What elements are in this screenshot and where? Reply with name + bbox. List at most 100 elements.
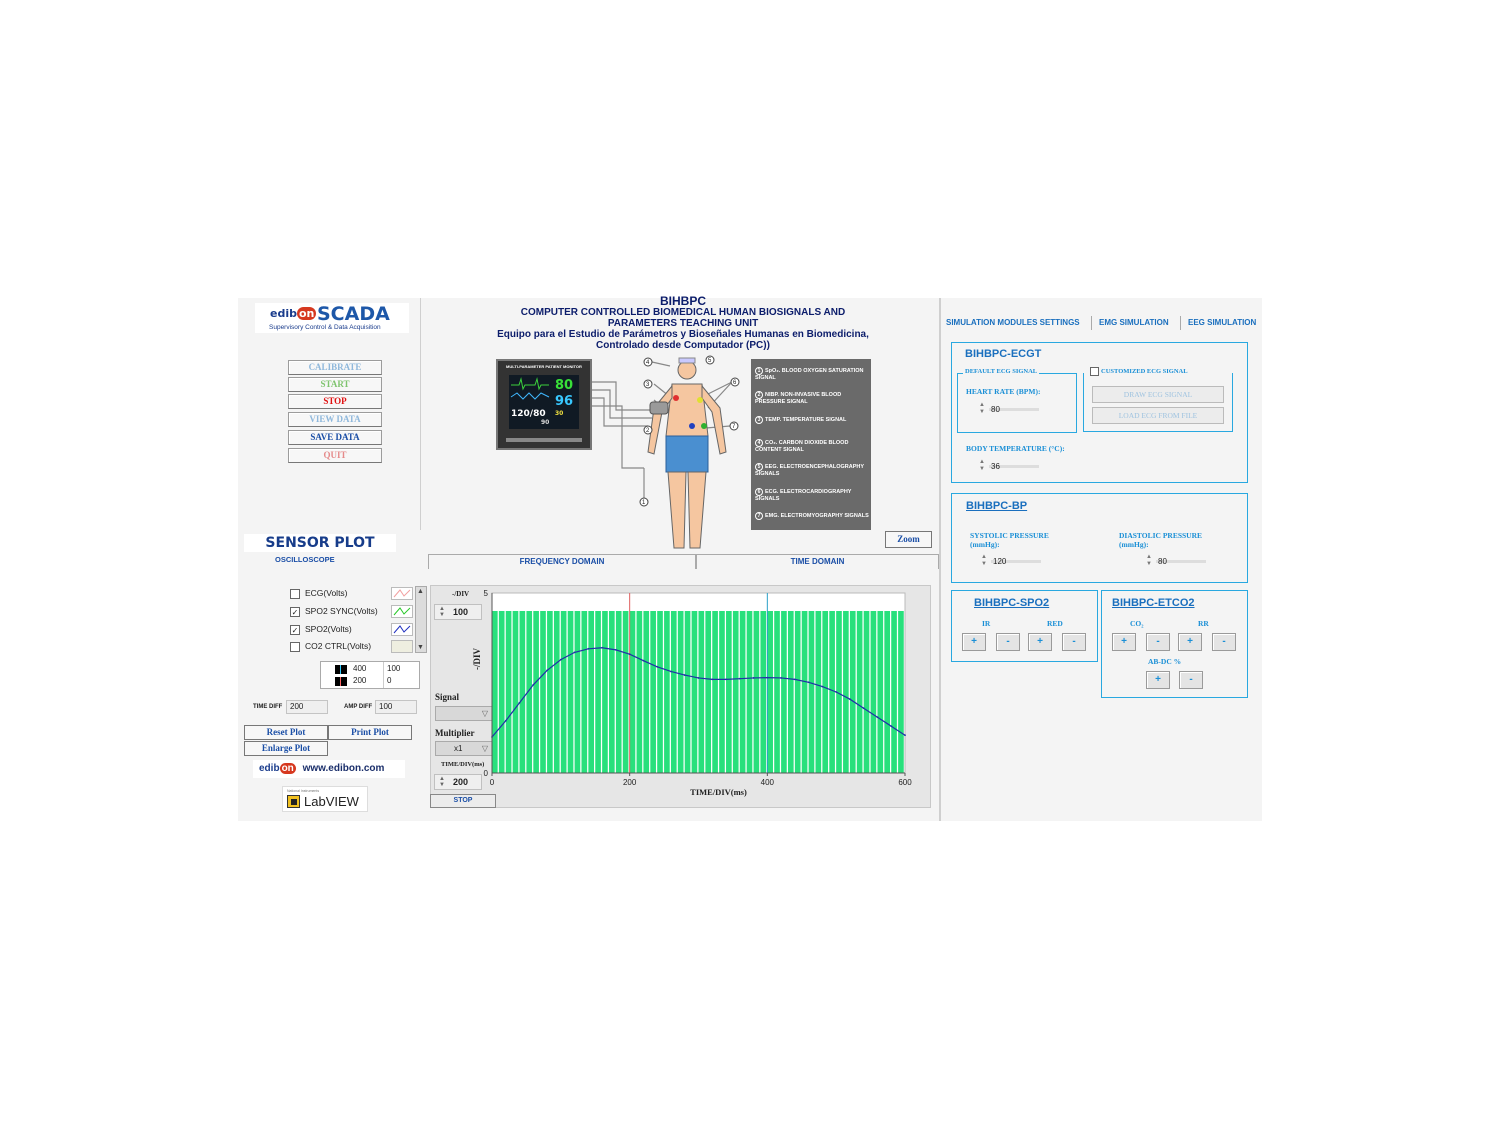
sync-pulse (677, 611, 684, 773)
sync-pulse (877, 611, 884, 773)
co2-plus-button[interactable]: + (1112, 633, 1136, 651)
sync-pulse (643, 611, 650, 773)
print-plot-button[interactable]: Print Plot (328, 725, 412, 740)
x-tick-label: 200 (623, 778, 637, 787)
co2-ctrl-color-swatch[interactable] (391, 640, 413, 653)
signal-row-ecg[interactable]: ECG(Volts) (290, 587, 348, 600)
sync-pulse (739, 611, 746, 773)
spinner-arrows-icon[interactable]: ▲▼ (439, 776, 445, 788)
systolic-slider[interactable]: ▲▼120 (979, 554, 1041, 570)
tab-simulation-settings[interactable]: SIMULATION MODULES SETTINGS (946, 318, 1080, 327)
diastolic-slider[interactable]: ▲▼80 (1144, 554, 1206, 570)
abdc-minus-button[interactable]: - (1179, 671, 1203, 689)
sync-pulse (726, 611, 732, 773)
sync-pulse (760, 611, 767, 773)
series-point (711, 678, 714, 681)
slider-knob-icon: ▲▼ (979, 402, 985, 415)
signal-row-spo2[interactable]: ✓SPO2(Volts) (290, 624, 352, 635)
ir-plus-button[interactable]: + (962, 633, 986, 651)
y-tick-label: 0 (484, 769, 489, 778)
heart-rate-slider[interactable]: ▲▼80 (977, 402, 1039, 418)
signal-list-scrollbar[interactable]: ▲ ▼ (415, 586, 427, 653)
x-tick-label: 0 (490, 778, 495, 787)
sync-pulse (684, 611, 691, 773)
sync-pulse (588, 611, 595, 773)
sync-pulse (787, 611, 794, 773)
co2-minus-button[interactable]: - (1146, 633, 1170, 651)
zoom-button[interactable]: Zoom (885, 531, 932, 548)
sync-pulse (560, 611, 567, 773)
checkbox[interactable]: ✓ (290, 624, 300, 635)
series-point (697, 677, 700, 679)
rr-minus-button[interactable]: - (1212, 633, 1236, 651)
rr-plus-button[interactable]: + (1178, 633, 1202, 651)
scroll-down-icon[interactable]: ▼ (417, 644, 424, 651)
time-diff-field[interactable]: 200 (286, 700, 328, 714)
customized-ecg-checkbox[interactable] (1090, 367, 1099, 376)
chevron-down-icon: ▽ (481, 744, 488, 753)
tab-oscilloscope[interactable]: OSCILLOSCOPE (275, 555, 335, 564)
view-data-button[interactable]: VIEW DATA (288, 412, 382, 427)
series-point (642, 659, 645, 662)
red-plus-button[interactable]: + (1028, 633, 1052, 651)
sync-pulse (774, 611, 780, 773)
sync-pulse (856, 611, 863, 773)
checkbox[interactable]: ✓ (290, 606, 300, 617)
series-point (546, 669, 548, 672)
cable-1 (592, 381, 652, 411)
yaxis-div-title: -/DIV (472, 648, 482, 670)
co2-label: CO₂ (1130, 619, 1144, 628)
series-point (518, 701, 521, 704)
timediv-spinner[interactable]: ▲▼200 (434, 774, 482, 790)
multiplier-dropdown[interactable]: x1▽ (435, 741, 493, 756)
sync-pulse (753, 611, 760, 773)
sync-pulse (595, 611, 601, 773)
diastolic-label: DIASTOLIC PRESSURE (1119, 531, 1203, 540)
tab-time-domain[interactable]: TIME DOMAIN (696, 554, 939, 569)
sync-pulse (898, 611, 904, 773)
calibrate-button[interactable]: CALIBRATE (288, 360, 382, 375)
ir-minus-button[interactable]: - (996, 633, 1020, 651)
series-point (835, 691, 838, 693)
header-line-3: Equipo para el Estudio de Parámetros y B… (497, 329, 869, 340)
sync-pulse (829, 611, 835, 773)
etco2-module: BIHBPC-ETCO2 CO₂ RR + - + - AB-DC % + - (1101, 590, 1248, 698)
signal-row-spo2-sync[interactable]: ✓SPO2 SYNC(Volts) (290, 606, 378, 617)
spinner-arrows-icon[interactable]: ▲▼ (439, 606, 445, 618)
sync-pulse (547, 611, 553, 773)
sync-pulse (767, 611, 773, 773)
body-temperature-slider[interactable]: ▲▼36 (977, 459, 1039, 475)
load-ecg-from-file-button[interactable]: LOAD ECG FROM FILE (1092, 407, 1224, 424)
series-point (532, 683, 535, 686)
red-minus-button[interactable]: - (1062, 633, 1086, 651)
start-button[interactable]: START (288, 377, 382, 392)
checkbox[interactable] (290, 641, 300, 652)
checkbox[interactable] (290, 588, 300, 599)
ecg-color-swatch[interactable] (391, 587, 413, 600)
reset-plot-button[interactable]: Reset Plot (244, 725, 328, 740)
tab-eeg-simulation[interactable]: EEG SIMULATION (1188, 318, 1257, 327)
draw-ecg-signal-button[interactable]: DRAW ECG SIGNAL (1092, 386, 1224, 403)
scope-stop-button[interactable]: STOP (430, 794, 496, 808)
stop-button[interactable]: STOP (288, 394, 382, 409)
signal-row-co2-ctrl[interactable]: CO2 CTRL(Volts) (290, 640, 371, 653)
amp-diff-field[interactable]: 100 (375, 700, 417, 714)
sync-pulse (794, 611, 801, 773)
save-data-button[interactable]: SAVE DATA (288, 430, 382, 445)
enlarge-plot-button[interactable]: Enlarge Plot (244, 741, 328, 756)
div-spinner[interactable]: ▲▼100 (434, 604, 482, 620)
tab-emg-simulation[interactable]: EMG SIMULATION (1099, 318, 1169, 327)
abdc-plus-button[interactable]: + (1146, 671, 1170, 689)
tab-frequency-domain[interactable]: FREQUENCY DOMAIN (428, 554, 696, 569)
scroll-up-icon[interactable]: ▲ (417, 588, 424, 595)
spo2-sync-color-swatch[interactable] (391, 605, 413, 618)
monitor-bp: 120/80 (511, 409, 546, 419)
spo2-color-swatch[interactable] (391, 623, 413, 636)
quit-button[interactable]: QUIT (288, 448, 382, 463)
